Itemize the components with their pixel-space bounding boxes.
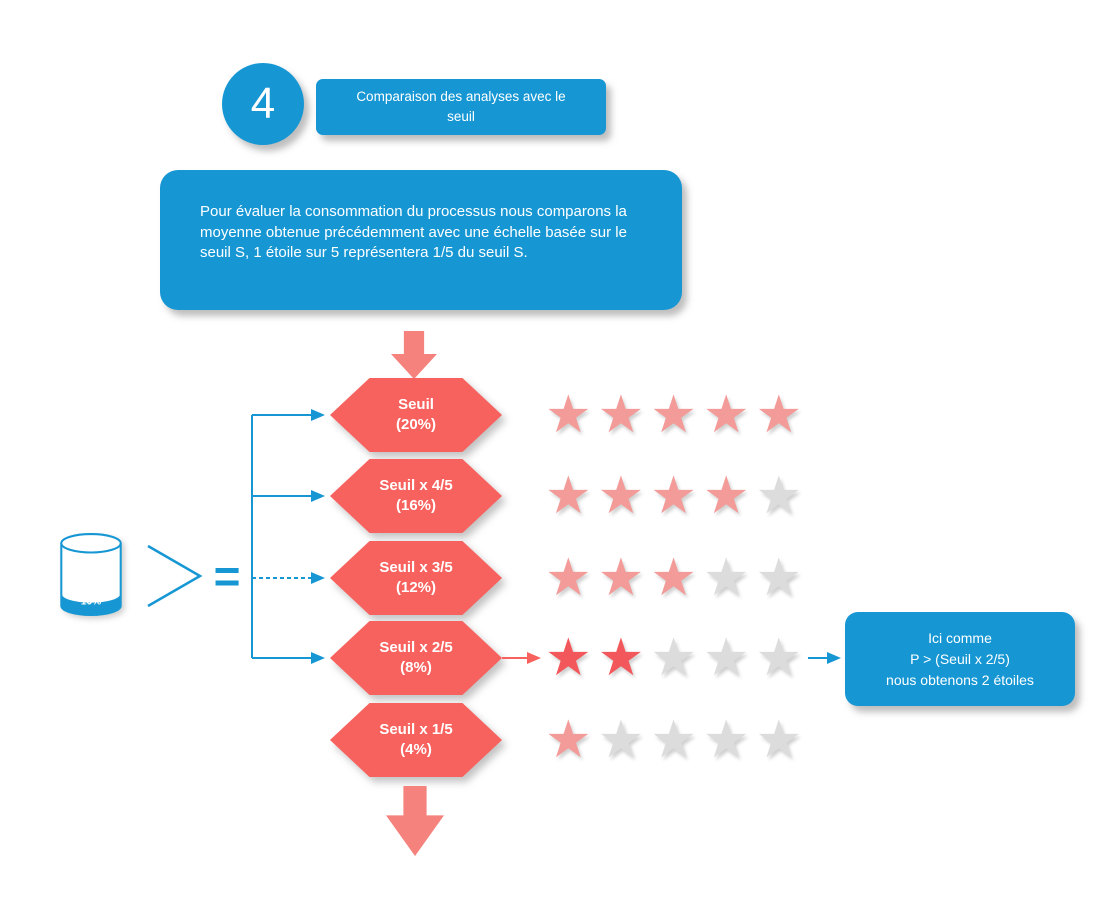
star-row: ★★★★★ — [545, 631, 802, 685]
star-icon: ★ — [545, 386, 592, 444]
hexagon-seuil-4: Seuil x 1/5 (4%) — [330, 703, 502, 777]
connector-lines — [147, 409, 325, 664]
step-title-box: Comparaison des analyses avec le seuil — [316, 79, 606, 135]
star-icon: ★ — [597, 629, 645, 687]
hexagon-label-line2: (8%) — [400, 659, 432, 676]
hexagon-label-line1: Seuil x 2/5 — [379, 639, 453, 656]
star-icon: ★ — [650, 467, 697, 525]
hexagon-shape: Seuil x 2/5 (8%) — [330, 621, 502, 695]
star-row: ★★★★★ — [545, 388, 802, 442]
result-note-line2: P > (Seuil x 2/5) — [910, 650, 1010, 667]
hexagon-label-line2: (12%) — [395, 579, 436, 596]
database-cylinder-icon: 10% — [60, 533, 122, 616]
star-row: ★★★★★ — [545, 551, 802, 605]
star-icon: ★ — [597, 386, 645, 444]
step-number: 4 — [250, 79, 276, 128]
step-title: Comparaison des analyses avec le seuil — [356, 89, 566, 124]
equals-sign: = — [213, 550, 241, 602]
cylinder-percentage-label: 10% — [81, 597, 101, 608]
star-icon: ★ — [597, 467, 645, 525]
star-icon: ★ — [755, 467, 803, 525]
hexagon-seuil-12: Seuil x 3/5 (12%) — [330, 541, 502, 615]
star-icon: ★ — [545, 549, 592, 607]
star-icon: ★ — [755, 549, 803, 607]
hexagon-seuil-16: Seuil x 4/5 (16%) — [330, 459, 502, 533]
description-text: Pour évaluer la consommation du processu… — [200, 203, 627, 262]
star-icon: ★ — [755, 629, 803, 687]
star-icon: ★ — [650, 549, 697, 607]
star-icon: ★ — [597, 711, 645, 769]
star-icon: ★ — [545, 629, 592, 687]
hexagon-shape: Seuil x 1/5 (4%) — [330, 703, 502, 777]
hexagon-label-line2: (16%) — [395, 497, 436, 514]
description-box: Pour évaluer la consommation du processu… — [160, 170, 682, 310]
hexagon-seuil-8: Seuil x 2/5 (8%) — [330, 621, 502, 695]
star-icon: ★ — [755, 711, 803, 769]
flow-arrow-down-bottom-icon — [386, 786, 444, 856]
hexagon-label-line1: Seuil x 3/5 — [379, 559, 453, 576]
star-icon: ★ — [650, 629, 697, 687]
hexagon-seuil-20: Seuil (20%) — [330, 378, 502, 452]
result-note-box: Ici comme P > (Seuil x 2/5) nous obtenon… — [845, 612, 1075, 706]
flow-arrow-down-top-icon — [391, 331, 437, 379]
result-arrow-blue — [808, 652, 841, 664]
star-icon: ★ — [702, 549, 750, 607]
hexagon-shape: Seuil x 4/5 (16%) — [330, 459, 502, 533]
greater-than-icon — [147, 544, 203, 608]
hexagon-label-line1: Seuil x 4/5 — [379, 477, 453, 494]
step-number-badge: 4 — [222, 63, 304, 145]
star-row: ★★★★★ — [545, 469, 802, 523]
match-arrow-red — [502, 652, 541, 664]
hexagon-shape: Seuil (20%) — [330, 378, 502, 452]
star-icon: ★ — [702, 467, 750, 525]
result-note-line3: nous obtenons 2 étoiles — [886, 671, 1034, 688]
star-icon: ★ — [650, 386, 697, 444]
hexagon-label-line1: Seuil x 1/5 — [379, 721, 453, 738]
star-icon: ★ — [650, 711, 697, 769]
hexagon-label-line2: (20%) — [395, 416, 436, 433]
star-icon: ★ — [755, 386, 803, 444]
hexagon-shape: Seuil x 3/5 (12%) — [330, 541, 502, 615]
star-icon: ★ — [702, 711, 750, 769]
star-icon: ★ — [702, 629, 750, 687]
result-note-line1: Ici comme — [928, 629, 992, 646]
star-icon: ★ — [545, 711, 592, 769]
star-icon: ★ — [545, 467, 592, 525]
star-icon: ★ — [597, 549, 645, 607]
hexagon-label-line2: (4%) — [400, 741, 432, 758]
hexagon-label-line1: Seuil — [398, 396, 434, 413]
star-icon: ★ — [702, 386, 750, 444]
star-row: ★★★★★ — [545, 713, 802, 767]
